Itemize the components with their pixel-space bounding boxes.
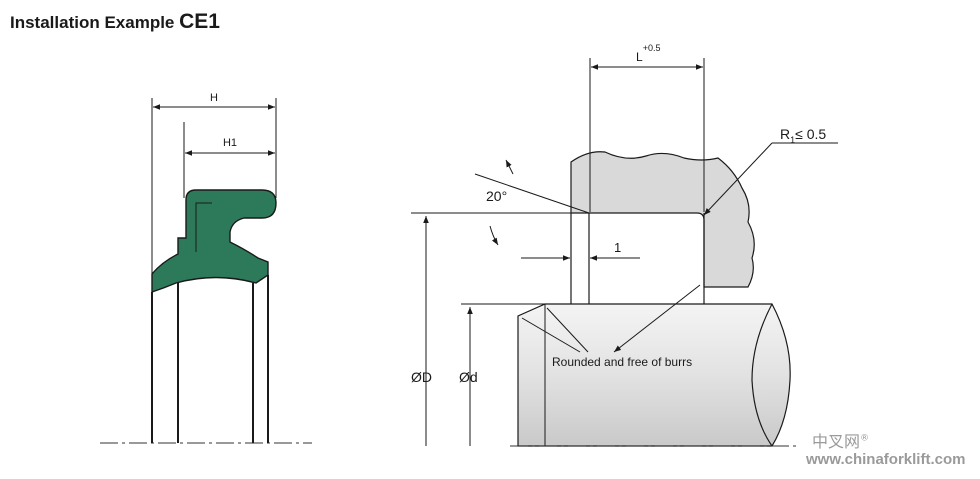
title-prefix: Installation Example <box>10 13 175 32</box>
shaft <box>517 303 791 447</box>
radius-base: R <box>780 126 790 142</box>
watermark-reg: ® <box>860 433 870 444</box>
watermark-cn: 中叉网® <box>812 428 869 452</box>
dim-l-base: L <box>636 50 643 64</box>
watermark-cn-text: 中叉网 <box>812 432 861 451</box>
burr-leader-3 <box>613 284 701 353</box>
shaft-end-ellipse <box>751 303 773 447</box>
radius-leader <box>703 142 773 216</box>
angle-chamfer-line <box>474 173 590 214</box>
radius-sub: 1 <box>790 135 795 145</box>
chamfer-note: Rounded and free of burrs <box>552 355 692 369</box>
dim-shaft-label: Ød <box>459 369 478 385</box>
dim-h-label: H <box>210 92 218 104</box>
seal-profile <box>151 189 277 293</box>
housing <box>570 151 755 288</box>
dim-h1-label: H1 <box>223 137 237 149</box>
seal-section: H H1 <box>100 92 312 444</box>
dim-chamfer-label: 1 <box>614 240 621 255</box>
installation-section: L+0.5 R1≤ 0.5 20° 1 ØD Ød Rounded and fr… <box>411 43 838 447</box>
angle-label: 20° <box>486 188 507 204</box>
seal-inner-line <box>195 202 212 252</box>
burr-leader-1 <box>521 317 581 353</box>
angle-arrow-bottom <box>489 225 499 246</box>
radius-label: R1≤ 0.5 <box>780 126 826 145</box>
angle-arrow-top <box>505 159 514 175</box>
dim-l-label: L+0.5 <box>636 43 660 64</box>
watermark-url: www.chinaforklift.com <box>806 451 966 468</box>
dim-bore-label: ØD <box>411 369 432 385</box>
radius-value: ≤ 0.5 <box>795 126 826 142</box>
title-code: CE1 <box>179 10 220 33</box>
dim-l-tolerance: +0.5 <box>643 43 661 53</box>
page-title: Installation Example CE1 <box>10 10 220 34</box>
burr-leader-2 <box>546 307 589 353</box>
